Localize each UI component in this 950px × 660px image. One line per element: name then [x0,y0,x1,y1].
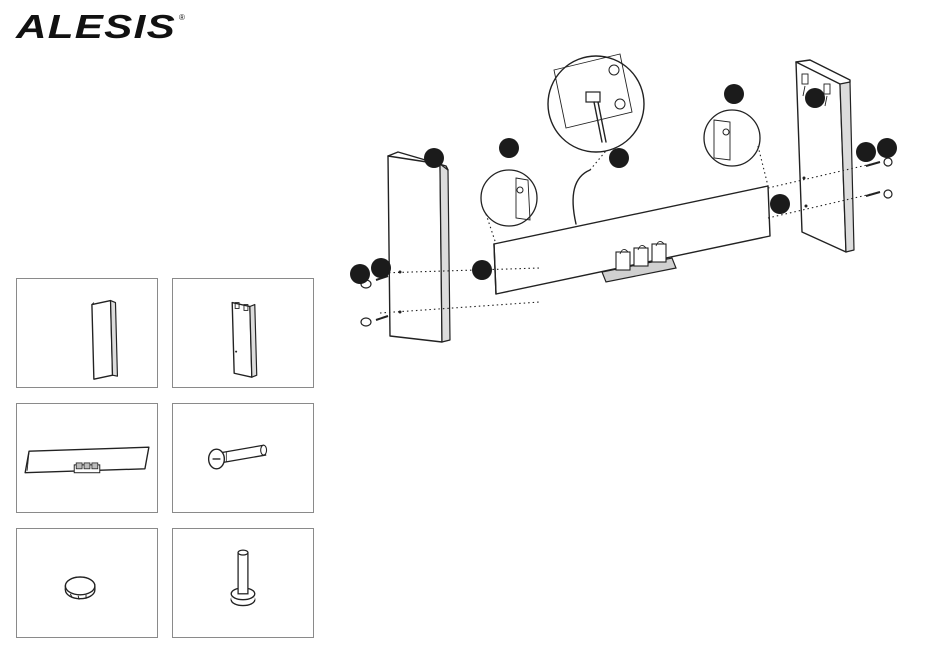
side-panel-right-icon [173,279,313,387]
screw-icon [173,404,313,512]
callout-marker [805,88,825,108]
left-bracket-inset [481,170,537,226]
left-side-panel-drawing [388,152,450,342]
connector-inset [548,54,644,152]
pedal-board-icon [17,404,157,512]
callout-marker [424,148,444,168]
side-panel-left-icon [17,279,157,387]
left-screws [361,276,388,326]
callout-marker [724,84,744,104]
registered-mark: ® [179,13,185,22]
part-long-screw [172,403,314,513]
callout-marker [877,138,897,158]
part-pedal-board [16,403,158,513]
callout-marker [371,258,391,278]
part-cover-cap [16,528,158,638]
right-bracket-inset [704,110,760,166]
part-left-side-panel [16,278,158,388]
part-short-bolt [172,528,314,638]
callout-marker [499,138,519,158]
callout-marker [856,142,876,162]
part-right-side-panel [172,278,314,388]
callout-marker [350,264,370,284]
right-side-panel-drawing [796,60,854,252]
callout-marker [770,194,790,214]
brand-wordmark: ALESIS [15,8,176,42]
bolt-icon [173,529,313,637]
callout-marker [472,260,492,280]
alesis-logo: ALESIS ® [14,8,189,42]
cap-icon [17,529,157,637]
callout-marker [609,148,629,168]
assembly-diagram [340,40,940,360]
right-screws [866,158,892,198]
pedal-cable [573,170,590,224]
